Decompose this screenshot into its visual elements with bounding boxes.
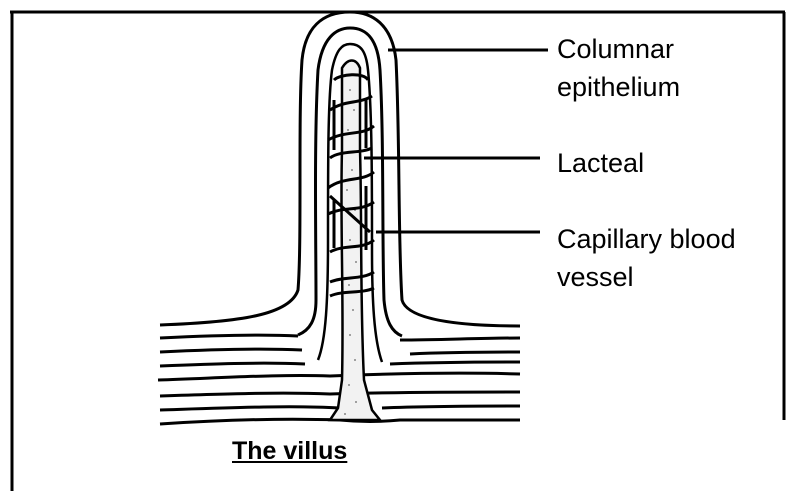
label-lacteal: Lacteal: [557, 144, 644, 182]
label-capillary-line2: vessel: [557, 258, 736, 296]
label-capillary-blood-vessel: Capillary blood vessel: [557, 220, 736, 296]
label-columnar-epithelium-line2: epithelium: [557, 68, 680, 106]
label-columnar-epithelium: Columnar epithelium: [557, 30, 680, 106]
label-leader-lines: [364, 50, 548, 232]
label-capillary-line1: Capillary blood: [557, 220, 736, 258]
label-columnar-epithelium-line1: Columnar: [557, 30, 680, 68]
diagram-caption: The villus: [232, 437, 347, 466]
